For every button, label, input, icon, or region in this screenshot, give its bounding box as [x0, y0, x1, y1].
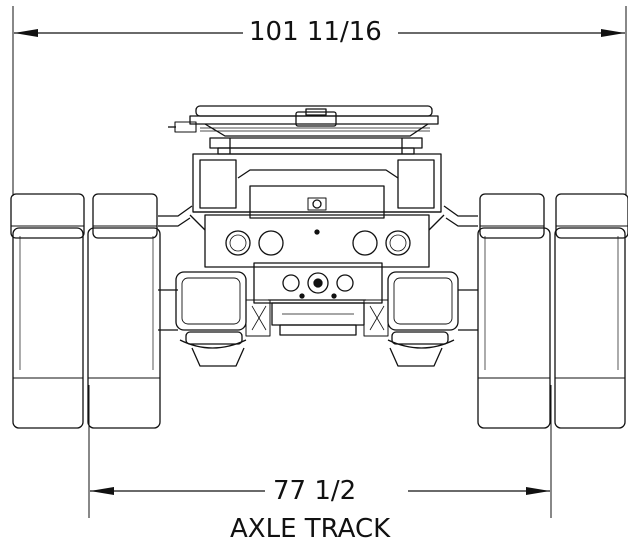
suspension-left — [175, 271, 271, 367]
left-outer-fender — [10, 193, 85, 239]
mounting-hole — [258, 230, 284, 256]
mounting-hole — [225, 230, 251, 256]
mounting-hole — [385, 230, 411, 256]
axle-track-dimension — [88, 385, 552, 518]
track-arrowhead-left — [90, 487, 114, 495]
left-outer-tire — [12, 227, 84, 429]
mounting-hole — [352, 230, 378, 256]
fifth-wheel-plate — [168, 105, 439, 155]
overall-width-label: 101 11/16 — [247, 17, 384, 47]
arrowhead-right — [601, 29, 625, 37]
right-outer-tire — [554, 227, 626, 429]
axle-tubes — [158, 205, 478, 331]
left-inner-tire — [87, 227, 161, 429]
right-inner-fender — [479, 193, 545, 239]
overall-width-dimension — [12, 6, 627, 196]
arrowhead-left — [14, 29, 38, 37]
axle-track-label: 77 1/2 — [271, 476, 359, 506]
axle-housing — [253, 262, 383, 336]
suspension-right — [363, 271, 459, 367]
left-inner-fender — [92, 193, 158, 239]
right-outer-fender — [555, 193, 628, 239]
track-arrowhead-right — [526, 487, 550, 495]
right-inner-tire — [477, 227, 551, 429]
upper-frame — [192, 153, 442, 219]
right-dual-wheels — [477, 193, 628, 429]
cross-member — [189, 214, 445, 268]
left-dual-wheels — [10, 193, 161, 429]
axle-track-caption: AXLE TRACK — [230, 514, 391, 544]
